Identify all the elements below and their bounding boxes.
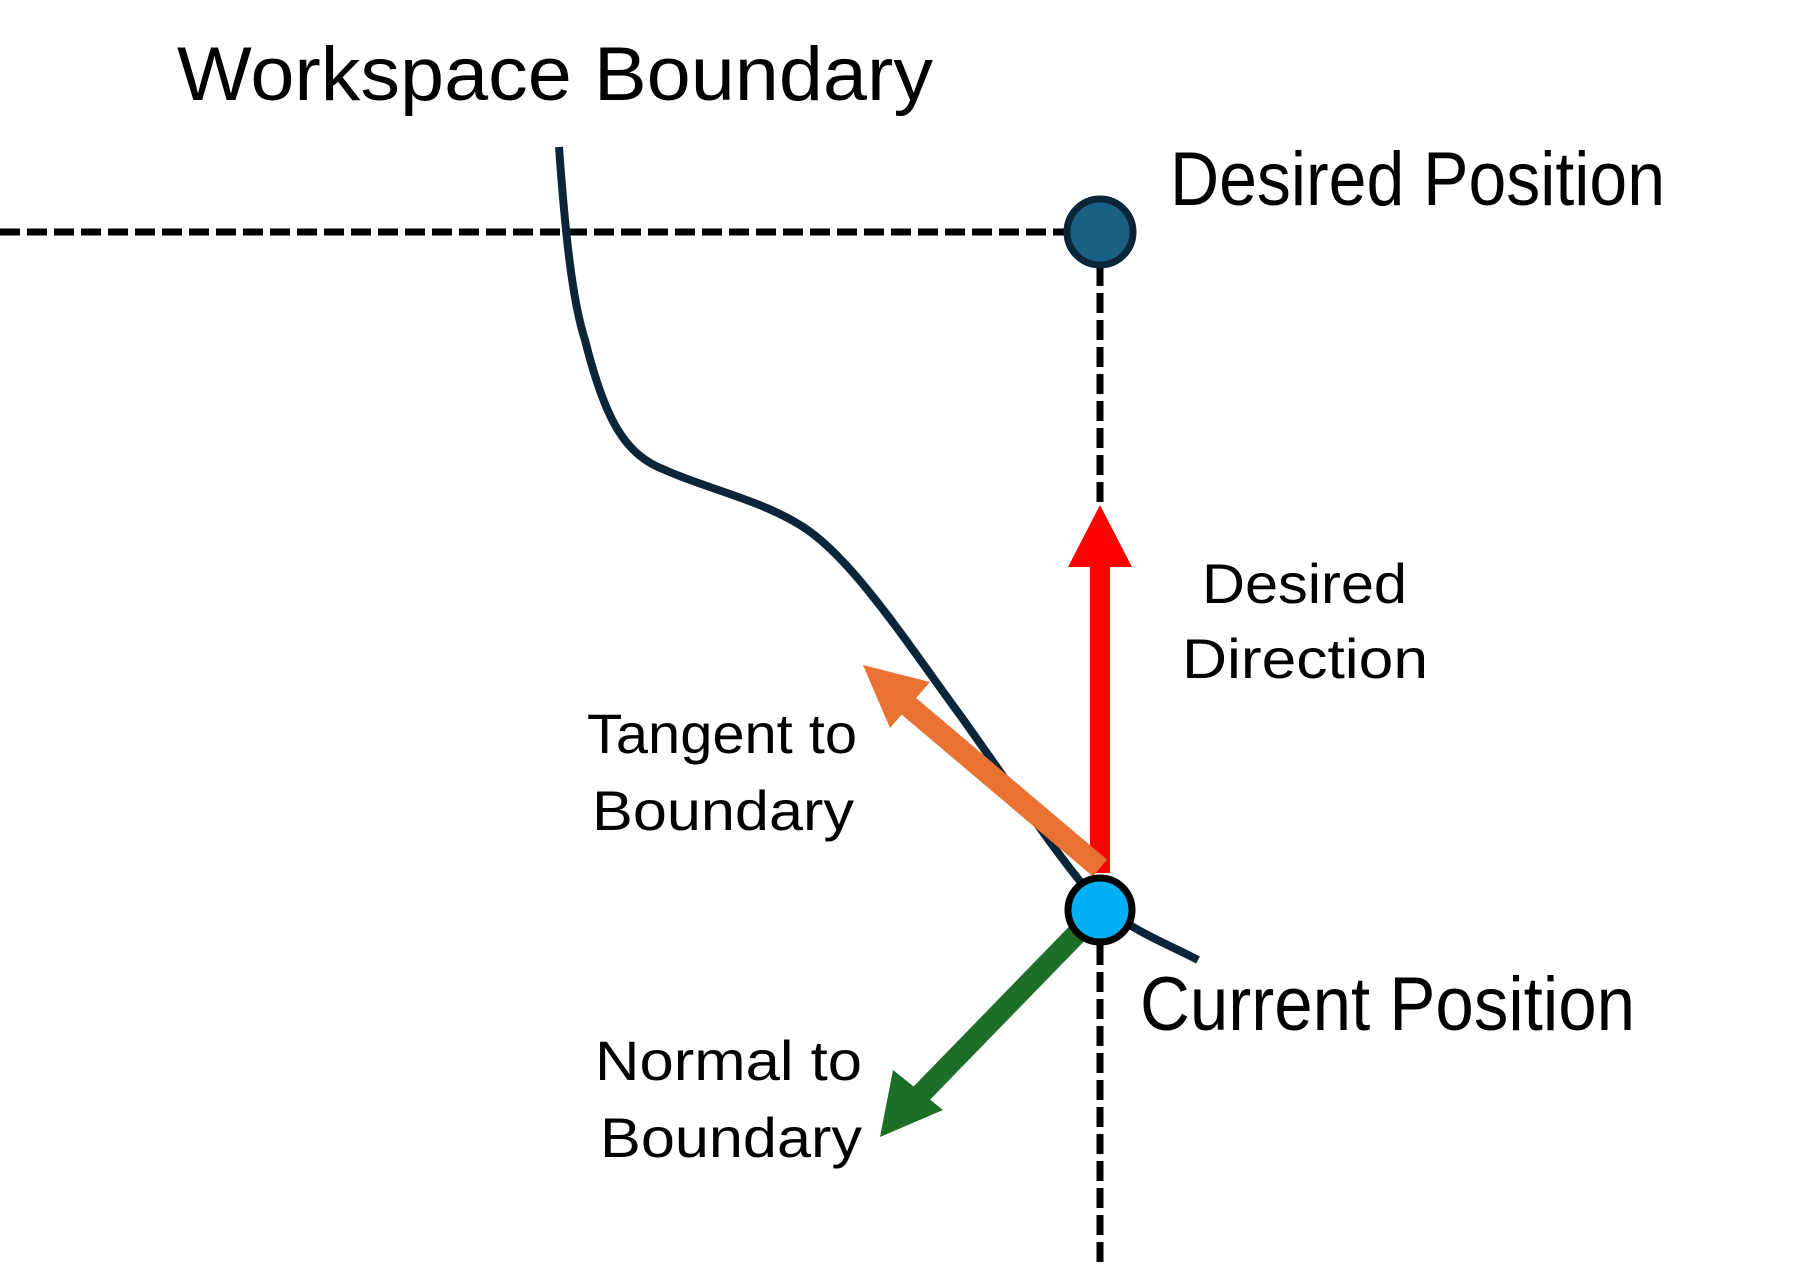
tangent-label-line1: Tangent to <box>587 702 857 765</box>
desired-direction-arrow <box>1068 505 1132 873</box>
normal-label-line1: Normal to <box>595 1029 862 1092</box>
workspace-boundary-label: Workspace Boundary <box>177 32 933 117</box>
desired-position-label: Desired Position <box>1170 137 1665 222</box>
current-position-label: Current Position <box>1140 962 1635 1047</box>
normal-arrow <box>880 907 1103 1137</box>
normal-label-line2: Boundary <box>600 1106 862 1169</box>
current-position-marker <box>1064 874 1136 946</box>
desired-direction-label-line2: Direction <box>1182 627 1428 690</box>
tangent-label-line2: Boundary <box>592 779 854 842</box>
desired-position-marker <box>1063 195 1137 269</box>
tangent-arrow <box>863 665 1108 877</box>
desired-direction-label-line1: Desired <box>1202 552 1407 615</box>
